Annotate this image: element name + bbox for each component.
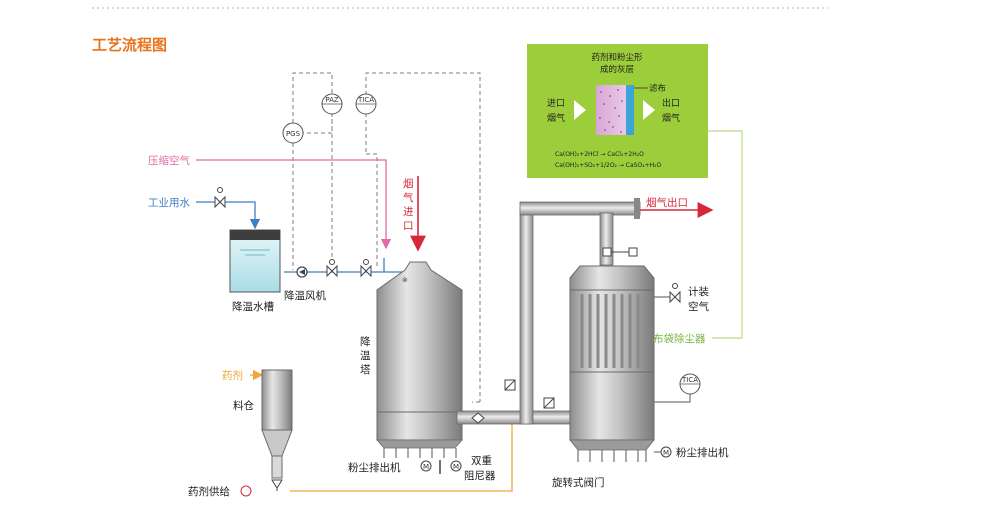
svg-text:PGS: PGS	[286, 130, 301, 138]
svg-text:⊗: ⊗	[402, 276, 408, 284]
svg-text:TICA: TICA	[357, 96, 374, 104]
label-dust-discharge-left: 粉尘排出机	[348, 461, 401, 474]
label-flue-gas-inlet-1: 烟	[403, 177, 414, 190]
svg-text:烟气: 烟气	[547, 112, 565, 124]
industrial-water-line	[196, 201, 405, 273]
svg-text:Ca(OH)₂+2HCl → CaCl₂+2H₂O: Ca(OH)₂+2HCl → CaCl₂+2H₂O	[555, 151, 644, 158]
baghouse-filter	[569, 265, 670, 462]
label-flue-gas-inlet-2: 气	[403, 191, 414, 204]
label-double-damper-1: 双重	[471, 454, 492, 467]
svg-text:M: M	[663, 449, 669, 457]
svg-text:药剂和粉尘形: 药剂和粉尘形	[591, 52, 643, 63]
label-cooling-fan: 降温风机	[284, 289, 326, 302]
page-title: 工艺流程图	[92, 36, 167, 54]
svg-text:滤布: 滤布	[649, 83, 666, 94]
svg-text:Ca(OH)₂+SO₂+1/2O₂ → CaSO₄+H₂O: Ca(OH)₂+SO₂+1/2O₂ → CaSO₄+H₂O	[555, 162, 662, 169]
label-double-damper-2: 阻尼器	[464, 470, 496, 482]
label-cooling-tower-1: 降	[360, 335, 371, 348]
label-cooling-tower-2: 温	[360, 350, 371, 362]
reagent-silo	[261, 369, 293, 491]
svg-text:TICA: TICA	[681, 376, 698, 384]
label-dust-discharge-right: 粉尘排出机	[676, 446, 729, 459]
svg-text:PAZ: PAZ	[325, 96, 339, 104]
label-industrial-water: 工业用水	[148, 197, 190, 209]
dust-layer	[596, 85, 626, 135]
valves	[214, 187, 681, 304]
pgs-instrument-icon	[282, 122, 304, 144]
label-reagent: 药剂	[222, 369, 243, 382]
instrument-signal-lines	[292, 72, 481, 403]
valve-icon	[326, 264, 338, 278]
label-baghouse: 布袋除尘器	[653, 332, 706, 345]
flue-pipes	[456, 198, 641, 425]
motor-icon	[420, 460, 432, 472]
instrument-air-valve-icon	[669, 290, 681, 304]
cooling-water-tank	[229, 229, 281, 293]
label-compressed-air: 压缩空气	[148, 154, 190, 167]
label-instrument-air-2: 空气	[688, 300, 709, 313]
reagent-lines	[250, 369, 513, 492]
svg-text:进口: 进口	[547, 98, 565, 109]
inset-leader-line	[708, 130, 743, 339]
svg-text:M: M	[453, 463, 459, 471]
label-flue-gas-outlet: 烟气出口	[646, 196, 688, 209]
svg-text:出口: 出口	[662, 97, 680, 109]
valve-icon	[360, 264, 372, 278]
filter-bags	[580, 294, 640, 368]
motor-icon	[450, 460, 462, 472]
label-reagent-feed: 药剂供给	[188, 485, 230, 498]
label-flue-gas-inlet-3: 进	[403, 206, 414, 218]
label-cooling-tower-3: 塔	[360, 363, 371, 376]
label-flue-gas-inlet-4: 口	[403, 220, 414, 232]
cooling-tower: ⊗	[376, 261, 463, 458]
outlet-arrow-icon	[643, 100, 655, 120]
svg-text:烟气: 烟气	[662, 112, 680, 124]
label-silo: 料仓	[233, 399, 254, 412]
cooling-fan-pump	[296, 266, 308, 278]
compressed-air-line	[196, 159, 392, 250]
feed-pump-icon	[240, 485, 252, 497]
label-cooling-tank: 降温水槽	[232, 300, 274, 313]
label-instrument-air-1: 计装	[688, 285, 709, 298]
water-valve-icon	[214, 195, 226, 209]
label-rotary-valve: 旋转式阀门	[552, 476, 605, 489]
svg-text:M: M	[423, 463, 429, 471]
svg-text:成的灰层: 成的灰层	[600, 64, 634, 75]
inlet-arrow-icon	[574, 100, 586, 120]
filter-cloth	[626, 85, 634, 135]
filter-detail-inset: 药剂和粉尘形 成的灰层 滤布 进口 烟气 出口 烟气 Ca(OH)₂+2HCl …	[527, 44, 708, 178]
